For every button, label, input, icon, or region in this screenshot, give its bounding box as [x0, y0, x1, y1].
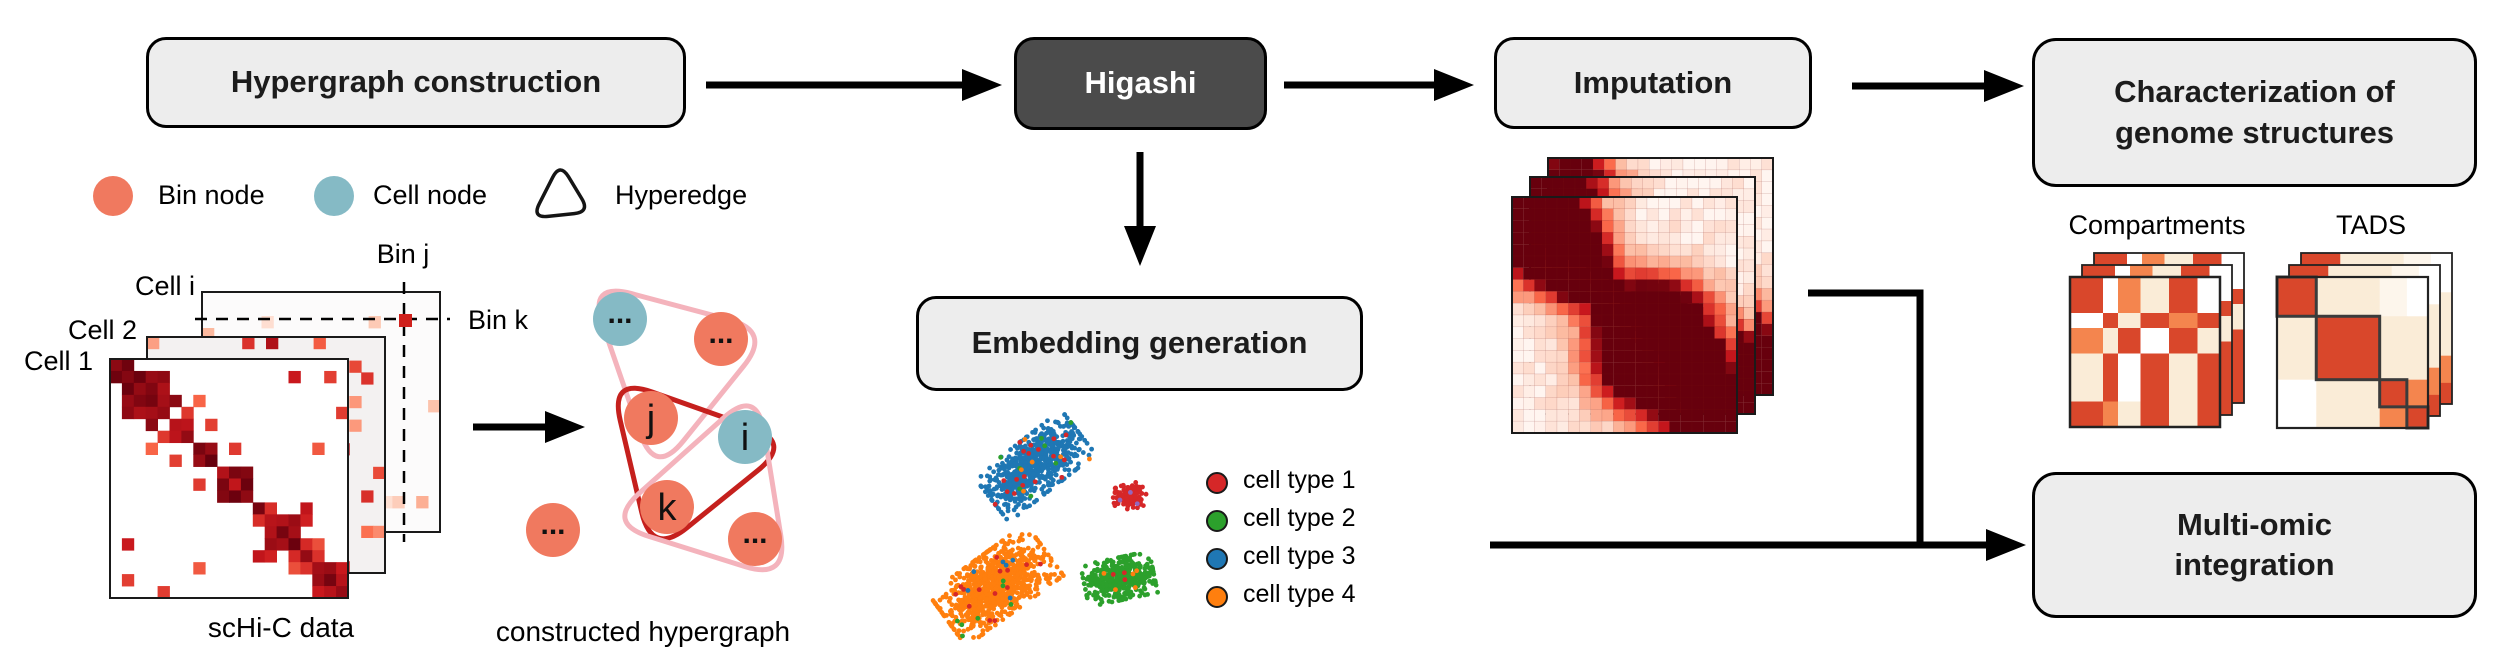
imputation-label: Imputation	[1573, 64, 1733, 100]
cell-type-2-swatch-icon	[1206, 510, 1228, 532]
tads-matrix-stack	[2275, 252, 2453, 430]
hypergraph-construction-box: Hypergraph construction	[146, 37, 686, 128]
tads-label: TADS	[2335, 210, 2406, 240]
svg-text:...: ...	[742, 517, 767, 550]
bin-dashed-guides	[195, 282, 450, 542]
bin-node-swatch-icon	[93, 176, 133, 216]
bin-k-label: Bin k	[468, 305, 529, 335]
flow-connectors	[473, 69, 2026, 561]
higashi-box: Higashi	[1014, 37, 1267, 130]
svg-text:k: k	[658, 487, 678, 529]
hypergraph-construction-label: Hypergraph construction	[230, 64, 602, 100]
embedding-generation-label: Embedding generation	[971, 325, 1308, 361]
compartments-matrix-stack	[2068, 252, 2245, 429]
embedding-scatter-plot	[930, 412, 1161, 641]
svg-text:...: ...	[708, 317, 733, 350]
cell-type-1-swatch-icon	[1206, 472, 1228, 494]
imputed-matrix-stack	[1511, 157, 1774, 434]
bin-j-label: Bin j	[376, 239, 430, 269]
bin-node-label: Bin node	[158, 180, 265, 210]
constructed-hypergraph-caption: constructed hypergraph	[495, 616, 791, 647]
cell-type-3-swatch-icon	[1206, 548, 1228, 570]
svg-text:i: i	[741, 417, 749, 459]
cell-node-label: Cell node	[373, 180, 488, 210]
embedding-generation-box: Embedding generation	[916, 296, 1363, 391]
cell-type-2-label: cell type 2	[1243, 504, 1356, 532]
svg-text:...: ...	[607, 297, 632, 330]
multi-omic-integration-label: Multi-omic integration	[2174, 506, 2335, 582]
cell-1-label: Cell 1	[23, 346, 93, 376]
cell-type-4-label: cell type 4	[1243, 580, 1356, 608]
multi-omic-integration-box: Multi-omic integration	[2032, 472, 2477, 618]
hyperedge-icon	[535, 168, 587, 219]
cell-2-label: Cell 2	[67, 315, 137, 345]
cell-type-1-label: cell type 1	[1243, 466, 1356, 494]
hypergraph-drawing: ...... j i k......	[526, 288, 785, 573]
characterization-box: Characterization of genome structures	[2032, 38, 2477, 187]
characterization-label: Characterization of genome structures	[2114, 74, 2395, 150]
higashi-label: Higashi	[1084, 65, 1197, 101]
cell-type-3-label: cell type 3	[1243, 542, 1356, 570]
svg-text:...: ...	[540, 508, 565, 541]
hyperedge-label: Hyperedge	[615, 180, 748, 210]
cell-type-4-swatch-icon	[1206, 586, 1228, 608]
svg-text:j: j	[646, 398, 655, 440]
cell-node-swatch-icon	[314, 176, 354, 216]
imputation-box: Imputation	[1494, 37, 1812, 129]
cell-i-label: Cell i	[134, 271, 195, 301]
compartments-label: Compartments	[2068, 210, 2246, 240]
schic-caption: scHi-C data	[207, 612, 355, 643]
schic-matrix-stack	[109, 291, 441, 599]
